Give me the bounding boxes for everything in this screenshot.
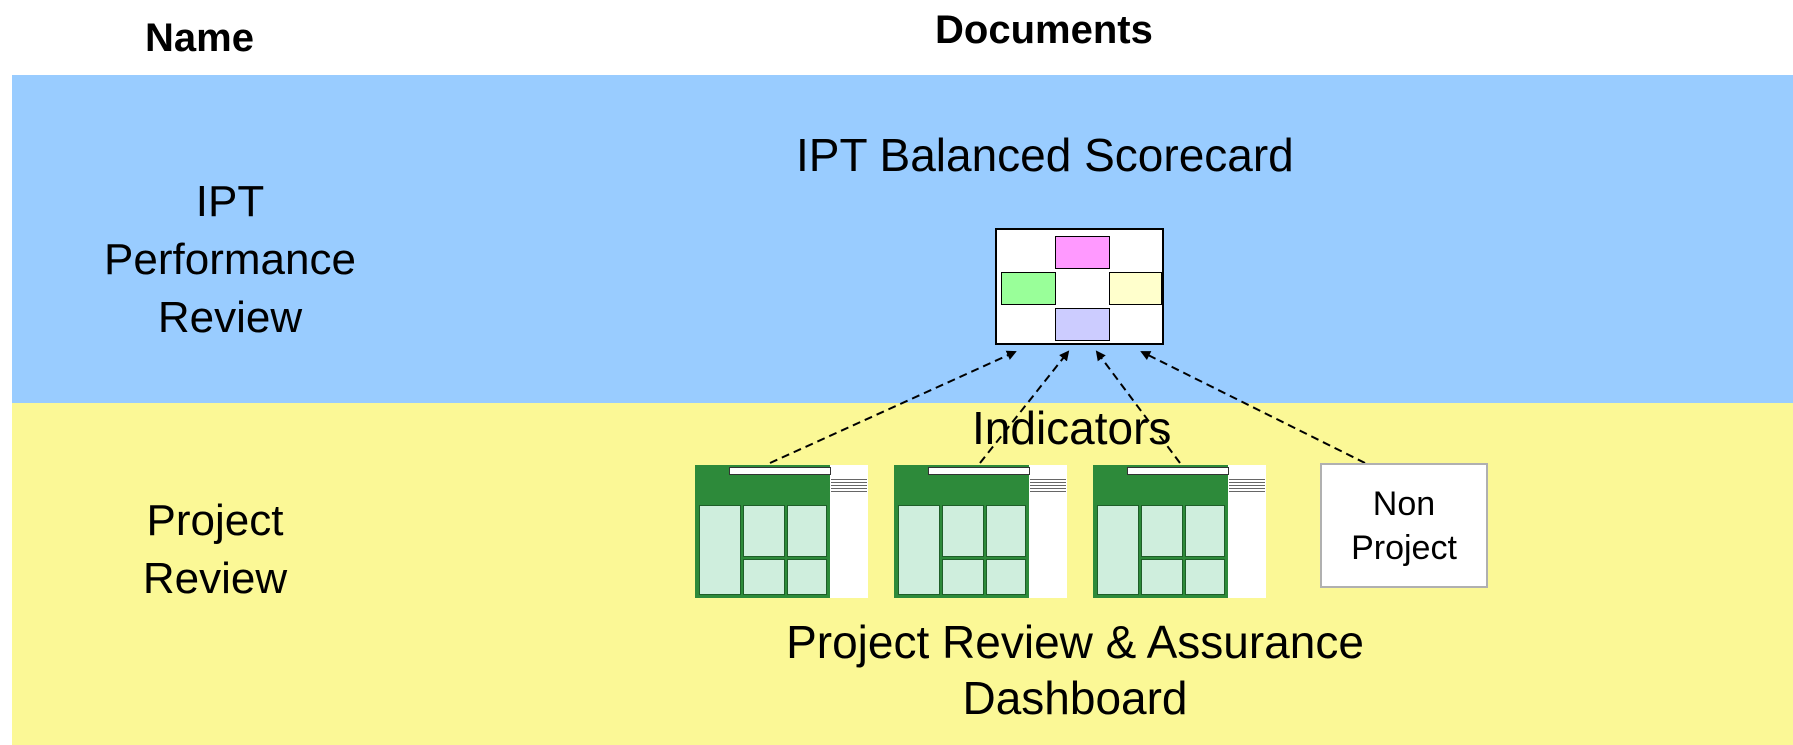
non-project-label-line: Non bbox=[1372, 484, 1436, 523]
dashboard-thumbnail bbox=[894, 465, 1067, 598]
arrow-dashboard-1 bbox=[769, 350, 1017, 464]
scorecard-title: IPT Balanced Scorecard bbox=[796, 129, 1294, 181]
non-project-box: Non Project bbox=[1320, 463, 1488, 588]
dashboard-title-line: Dashboard bbox=[962, 672, 1188, 724]
arrow-dashboard-3 bbox=[1095, 350, 1181, 464]
ipt-label-line: IPT bbox=[195, 177, 265, 226]
ipt-performance-band bbox=[12, 75, 1793, 403]
scorecard-top-cell bbox=[1055, 236, 1110, 269]
arrow-non-project bbox=[1140, 351, 1366, 464]
project-label-line: Project bbox=[146, 496, 284, 545]
dashboard-thumbnail bbox=[695, 465, 868, 598]
documents-column-header: Documents bbox=[935, 8, 1153, 52]
dashboard-thumbnail bbox=[1093, 465, 1266, 598]
balanced-scorecard-icon bbox=[995, 228, 1164, 345]
scorecard-bottom-cell bbox=[1055, 308, 1110, 341]
dashboard-title-line: Project Review & Assurance bbox=[786, 616, 1364, 668]
scorecard-left-cell bbox=[1001, 272, 1056, 305]
scorecard-right-cell bbox=[1109, 272, 1162, 305]
ipt-label-line: Performance bbox=[104, 235, 356, 284]
ipt-label-line: Review bbox=[157, 293, 303, 342]
non-project-label-line: Project bbox=[1351, 528, 1457, 567]
project-review-label: Project Review bbox=[90, 492, 340, 608]
project-label-line: Review bbox=[142, 554, 288, 603]
ipt-performance-review-label: IPT Performance Review bbox=[60, 173, 400, 347]
name-column-header: Name bbox=[145, 16, 254, 60]
arrow-dashboard-2 bbox=[979, 350, 1070, 464]
dashboard-title: Project Review & Assurance Dashboard bbox=[700, 614, 1450, 726]
indicators-label: Indicators bbox=[972, 402, 1172, 454]
